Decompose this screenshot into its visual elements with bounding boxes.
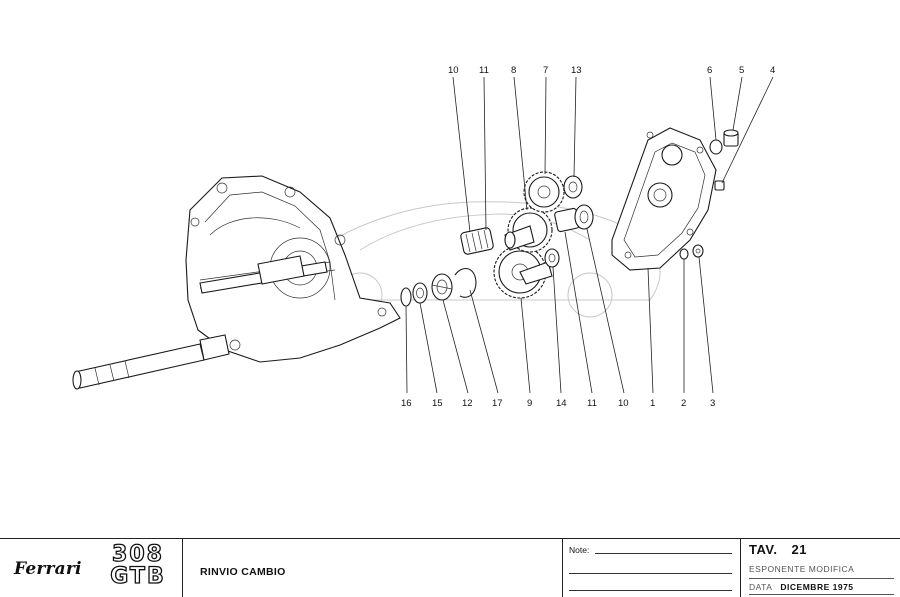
date-value: DICEMBRE 1975 — [780, 582, 854, 592]
note-line — [595, 553, 732, 554]
leader-lines — [405, 76, 774, 394]
callout-10-bottom: 10 — [618, 398, 629, 409]
model-line-2: GTB — [110, 564, 166, 589]
callout-7: 7 — [543, 65, 548, 76]
callout-13: 13 — [571, 65, 582, 76]
note-line — [569, 573, 732, 574]
callout-1: 1 — [650, 398, 655, 409]
needle-bearing-11 — [460, 227, 494, 255]
callout-6: 6 — [707, 65, 712, 76]
table-label: TAV. — [749, 542, 778, 557]
note-line — [569, 590, 732, 591]
input-shaft — [72, 334, 230, 390]
gear-7 — [523, 171, 565, 213]
callout-14: 14 — [556, 398, 567, 409]
callout-2: 2 — [681, 398, 686, 409]
callout-4: 4 — [770, 65, 775, 76]
nut-3 — [692, 244, 704, 258]
callout-8: 8 — [511, 65, 516, 76]
callout-9: 9 — [527, 398, 532, 409]
bearing-12 — [431, 273, 453, 301]
description-cell: RINVIO CAMBIO — [183, 539, 563, 597]
washer-2 — [679, 248, 689, 260]
callout-3: 3 — [710, 398, 715, 409]
callout-16: 16 — [401, 398, 412, 409]
gear-8 — [504, 207, 553, 253]
model-line-1: 308 — [111, 542, 164, 567]
callout-11-bottom: 11 — [587, 398, 597, 409]
notes-cell: Note: — [563, 539, 741, 597]
callout-17: 17 — [492, 398, 503, 409]
callout-15: 15 — [432, 398, 443, 409]
table-id: TAV. 21 — [749, 542, 894, 557]
gearbox-cover-1 — [611, 127, 717, 271]
bearing-14 — [544, 248, 560, 268]
gear-9 — [493, 245, 553, 299]
model-logo: 308 GTB — [100, 542, 176, 589]
date-row: DATA DICEMBRE 1975 — [749, 582, 894, 595]
circlip-17 — [454, 268, 477, 298]
brand-cell: Ferrari 308 GTB — [0, 539, 183, 597]
internal-shaft — [199, 255, 328, 294]
plug-4 — [714, 180, 725, 191]
note-label: Note: — [569, 545, 590, 555]
ferrari-logo: Ferrari — [14, 559, 82, 579]
date-label: DATA — [749, 582, 773, 592]
plug-5 — [723, 129, 739, 147]
callout-11-top: 11 — [479, 65, 489, 76]
callout-12: 12 — [462, 398, 473, 409]
bearing-10-right — [574, 204, 594, 230]
bearing-13 — [563, 175, 583, 199]
diagram-description: RINVIO CAMBIO — [200, 566, 286, 578]
callout-10-top: 10 — [448, 65, 459, 76]
circlip-16 — [400, 287, 412, 307]
exploded-parts-diagram: 10 11 8 7 13 6 5 4 16 15 12 17 9 14 11 1… — [72, 65, 775, 409]
callout-5: 5 — [739, 65, 744, 76]
title-block: Ferrari 308 GTB RINVIO CAMBIO Note: TAV.… — [0, 538, 900, 597]
seal-6 — [709, 139, 723, 155]
modification-label: ESPONENTE MODIFICA — [749, 564, 894, 579]
table-info-cell: TAV. 21 ESPONENTE MODIFICA DATA DICEMBRE 1… — [741, 539, 900, 597]
bearing-15 — [412, 282, 428, 304]
table-number: 21 — [791, 542, 807, 557]
